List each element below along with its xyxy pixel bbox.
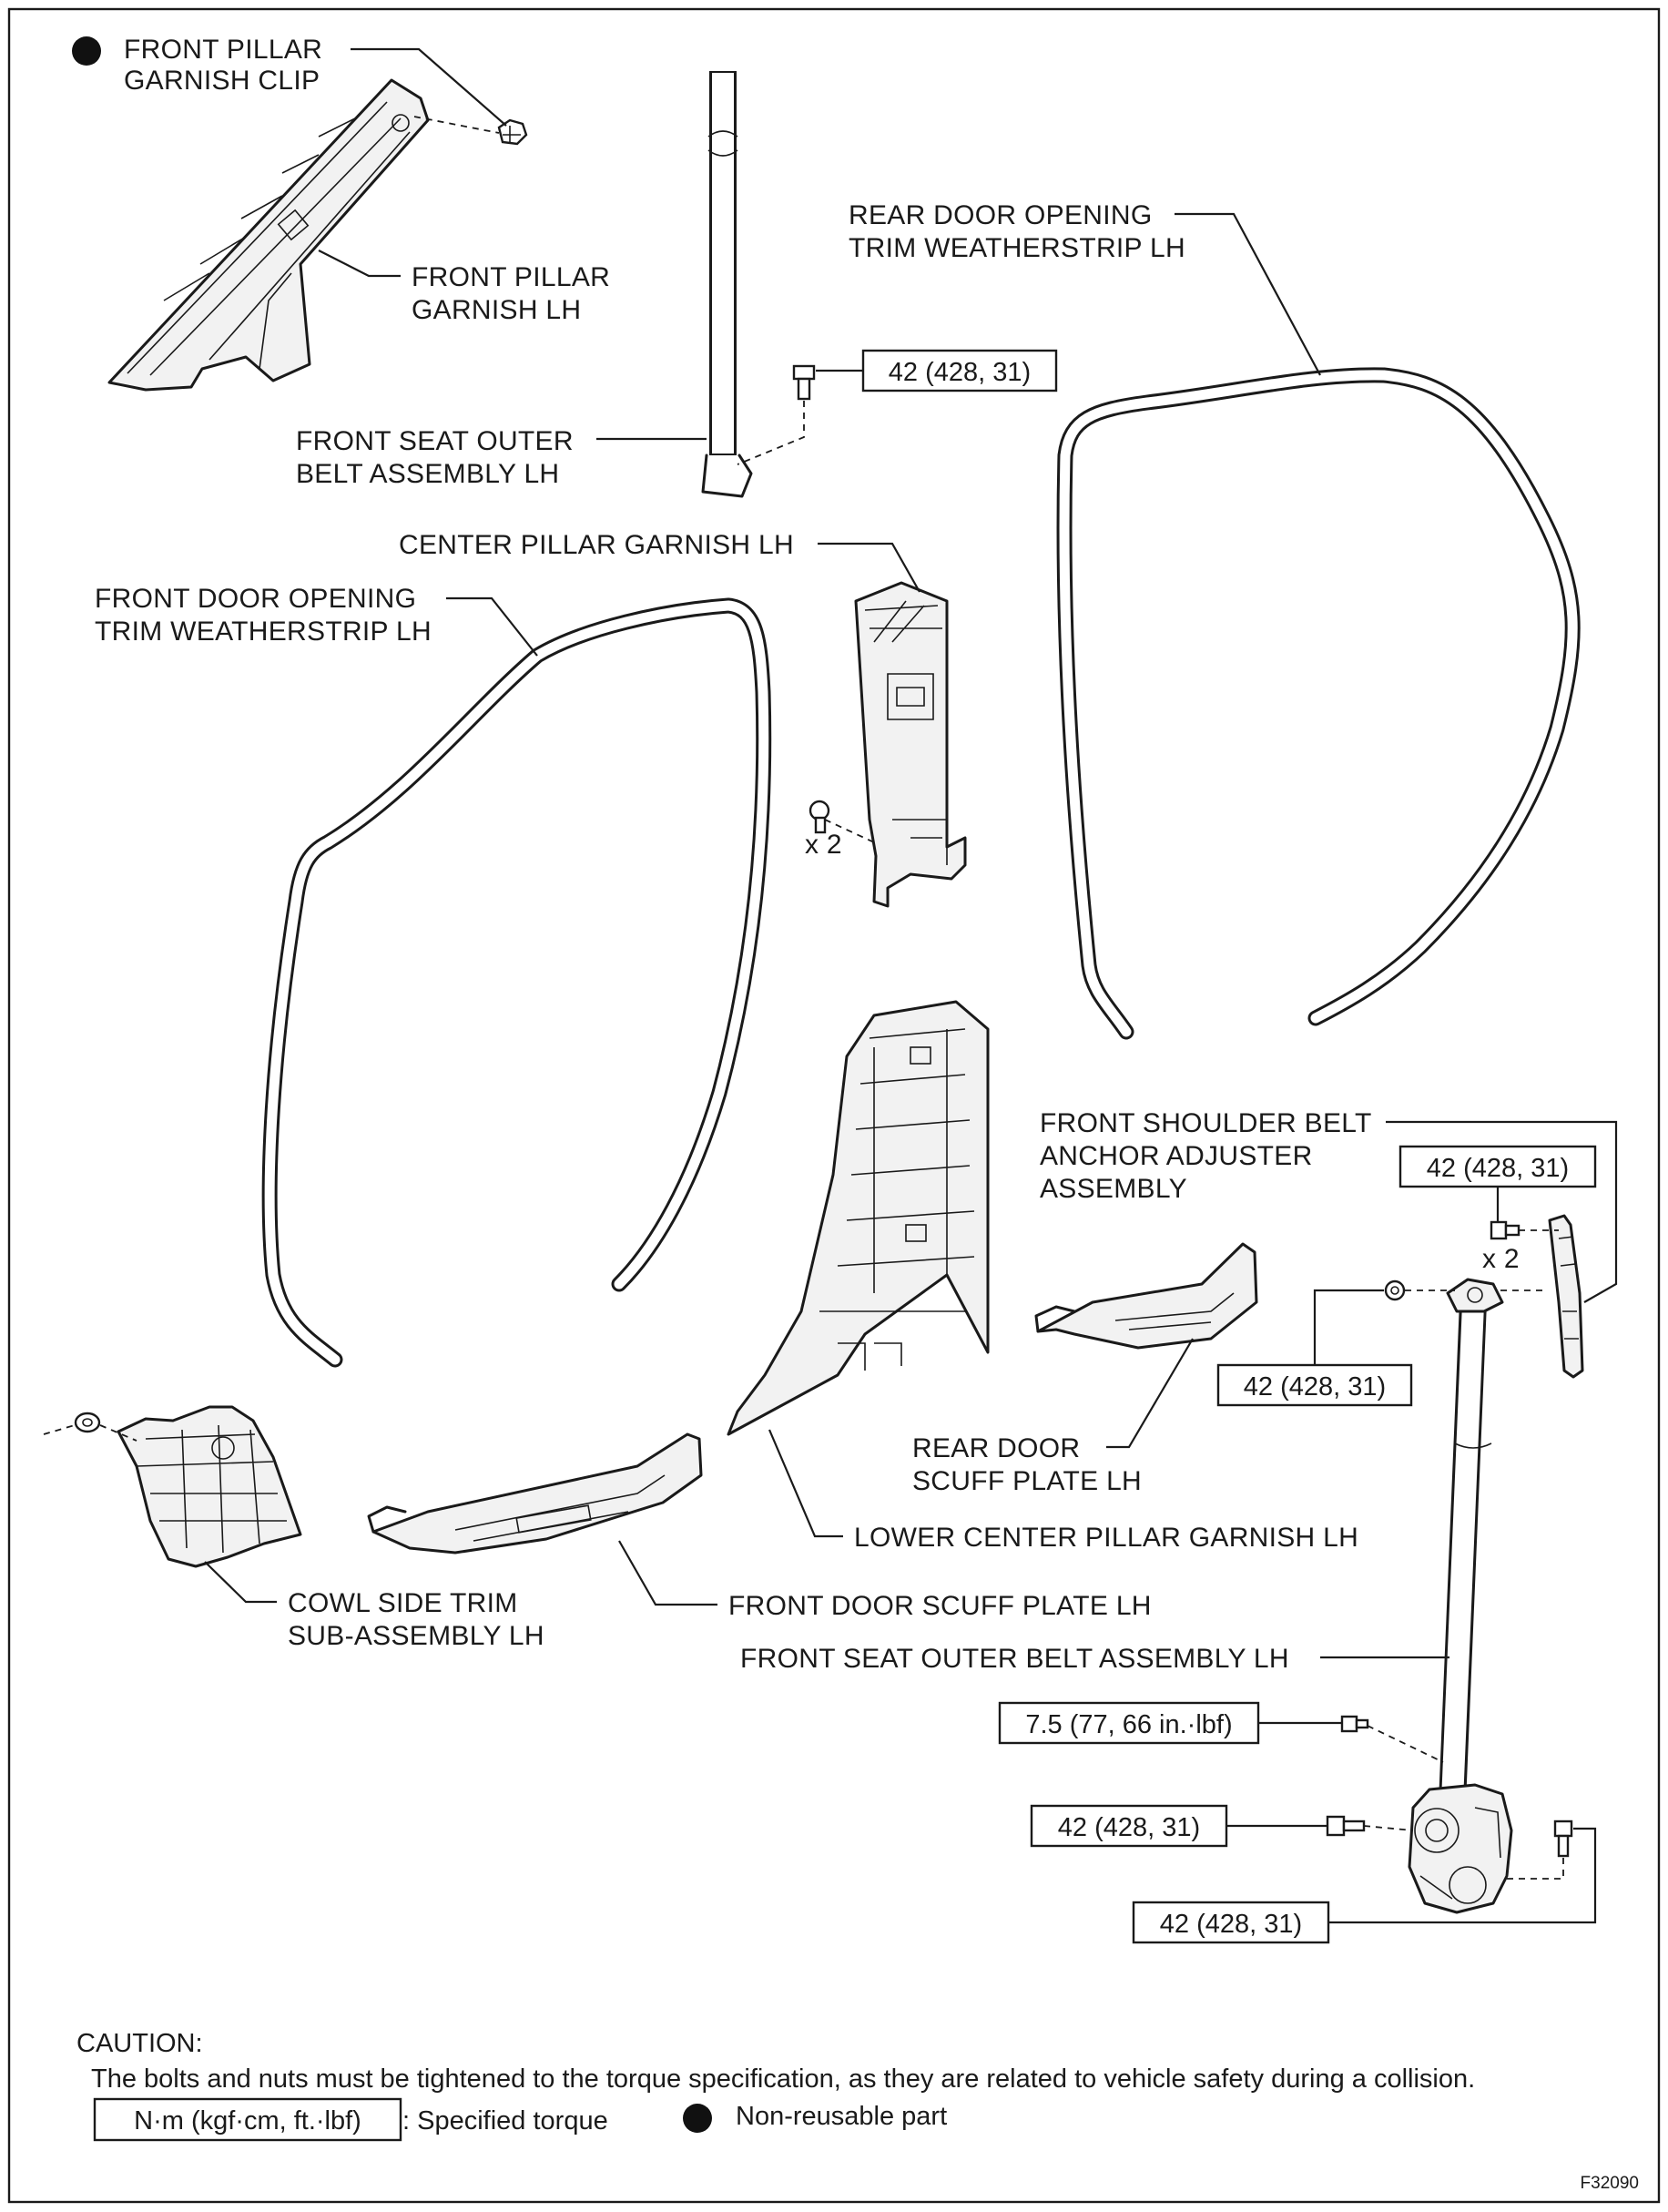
leader-torque-retractor-lower	[1328, 1827, 1597, 1924]
lower-center-pillar-garnish-lh	[727, 1000, 990, 1436]
leader-front-shoulder-belt-adjuster	[1386, 1120, 1618, 1303]
belt-retractor	[1408, 1783, 1513, 1914]
leader-rear-door-scuff-plate	[1106, 1338, 1194, 1449]
label-cowl-side-trim-2: SUB-ASSEMBLY LH	[288, 1621, 544, 1651]
legend-torque-desc: : Specified torque	[402, 2106, 608, 2136]
figure-id: F32090	[1581, 2174, 1639, 2193]
cowl-side-trim-sub-assembly-lh	[117, 1405, 302, 1568]
center-pillar-clip-dash	[824, 819, 875, 843]
retractor-anchor-bolt-dash	[1363, 1825, 1414, 1831]
front-door-scuff-plate-lh	[367, 1432, 703, 1555]
label-front-pillar-garnish-lh-1: FRONT PILLAR	[412, 262, 610, 292]
leader-cowl-side-trim	[204, 1561, 277, 1604]
leader-torque-shoulder-anchor	[1313, 1289, 1384, 1365]
label-rear-door-opening-weatherstrip-2: TRIM WEATHERSTRIP LH	[849, 233, 1185, 263]
leader-front-pillar-garnish-lh	[318, 250, 401, 278]
label-lower-center-pillar-garnish-lh: LOWER CENTER PILLAR GARNISH LH	[854, 1523, 1358, 1553]
legend-non-reusable: Non-reusable part	[736, 2102, 947, 2131]
label-rear-door-opening-weatherstrip-1: REAR DOOR OPENING	[849, 200, 1152, 230]
shoulder-anchor-nut	[1384, 1279, 1406, 1301]
legend-torque-unit: N·m (kgf·cm, ft.·lbf)	[134, 2106, 361, 2136]
adjuster-bolt	[1490, 1220, 1521, 1240]
caution-title: CAUTION:	[76, 2029, 203, 2058]
label-front-door-scuff-plate-lh: FRONT DOOR SCUFF PLATE LH	[728, 1591, 1152, 1621]
belt-upper-anchor-bolt	[792, 364, 816, 401]
label-front-pillar-garnish-clip-2: GARNISH CLIP	[124, 66, 320, 96]
leader-center-pillar-garnish-lh	[818, 542, 920, 593]
front-seat-outer-belt-lower	[1439, 1278, 1504, 1804]
front-pillar-garnish-lh	[107, 78, 430, 392]
label-cowl-side-trim-1: COWL SIDE TRIM	[288, 1588, 518, 1618]
leader-front-door-opening-weatherstrip	[446, 596, 538, 657]
torque-retractor-lower: 42 (428, 31)	[1160, 1910, 1302, 1939]
label-front-seat-outer-belt-lower: FRONT SEAT OUTER BELT ASSEMBLY LH	[740, 1644, 1289, 1674]
torque-belt-upper: 42 (428, 31)	[889, 358, 1031, 387]
torque-box-retractor-upper	[998, 1701, 1260, 1745]
legend-torque-box	[93, 2097, 402, 2142]
label-front-shoulder-belt-adjuster-3: ASSEMBLY	[1040, 1174, 1187, 1204]
retractor-lower-bolt-dash	[1507, 1858, 1564, 1880]
front-shoulder-belt-anchor-adjuster	[1548, 1214, 1584, 1379]
torque-box-retractor-anchor	[1030, 1804, 1228, 1848]
non-reusable-mark-clip	[72, 36, 101, 66]
torque-shoulder-anchor: 42 (428, 31)	[1244, 1372, 1386, 1402]
label-front-door-opening-weatherstrip-1: FRONT DOOR OPENING	[95, 584, 416, 614]
label-front-door-opening-weatherstrip-2: TRIM WEATHERSTRIP LH	[95, 617, 432, 647]
torque-retractor-upper: 7.5 (77, 66 in.·lbf)	[1025, 1710, 1232, 1739]
front-seat-outer-belt-upper	[701, 71, 753, 498]
qty-center-pillar-clips: x 2	[805, 830, 842, 860]
torque-box-shoulder-anchor	[1216, 1363, 1413, 1407]
torque-box-retractor-lower	[1132, 1901, 1330, 1944]
torque-retractor-anchor: 42 (428, 31)	[1058, 1813, 1200, 1842]
label-front-seat-outer-belt-upper-2: BELT ASSEMBLY LH	[296, 459, 559, 489]
label-center-pillar-garnish-lh: CENTER PILLAR GARNISH LH	[399, 530, 794, 560]
caution-text: The bolts and nuts must be tightened to …	[91, 2064, 1475, 2094]
label-rear-door-scuff-plate-2: SCUFF PLATE LH	[912, 1466, 1142, 1496]
cowl-side-nut-dash	[43, 1424, 137, 1442]
rear-door-scuff-plate-lh	[1034, 1242, 1258, 1350]
retractor-anchor-bolt	[1326, 1815, 1366, 1837]
belt-upper-bolt-dash	[737, 401, 805, 465]
leader-lower-center-pillar-garnish-lh	[768, 1429, 843, 1538]
label-front-shoulder-belt-adjuster-1: FRONT SHOULDER BELT	[1040, 1108, 1372, 1138]
center-pillar-clip	[809, 800, 830, 834]
rear-door-opening-weatherstrip	[1056, 367, 1581, 1040]
retractor-upper-bolt	[1340, 1715, 1369, 1733]
non-reusable-mark-legend	[683, 2104, 712, 2133]
front-door-opening-weatherstrip	[261, 597, 772, 1368]
diagram-frame	[7, 7, 1661, 2204]
torque-adjuster: 42 (428, 31)	[1427, 1154, 1569, 1183]
label-rear-door-scuff-plate-1: REAR DOOR	[912, 1433, 1080, 1463]
cowl-side-nut	[74, 1412, 101, 1433]
clip-dash-line	[413, 116, 500, 134]
label-front-shoulder-belt-adjuster-2: ANCHOR ADJUSTER	[1040, 1141, 1313, 1171]
leader-rear-door-opening-weatherstrip	[1175, 212, 1321, 376]
label-front-pillar-garnish-lh-2: GARNISH LH	[412, 295, 581, 325]
center-pillar-garnish-lh	[854, 581, 967, 908]
label-front-pillar-garnish-clip-1: FRONT PILLAR	[124, 35, 322, 65]
label-front-seat-outer-belt-upper-1: FRONT SEAT OUTER	[296, 426, 574, 456]
leader-front-pillar-garnish-clip	[351, 47, 507, 127]
torque-box-adjuster	[1398, 1145, 1597, 1188]
retractor-lower-bolt	[1553, 1820, 1573, 1858]
retractor-upper-bolt-dash	[1367, 1725, 1444, 1763]
qty-adjuster-bolts: x 2	[1482, 1244, 1520, 1274]
leader-front-door-scuff-plate-lh	[618, 1540, 717, 1606]
